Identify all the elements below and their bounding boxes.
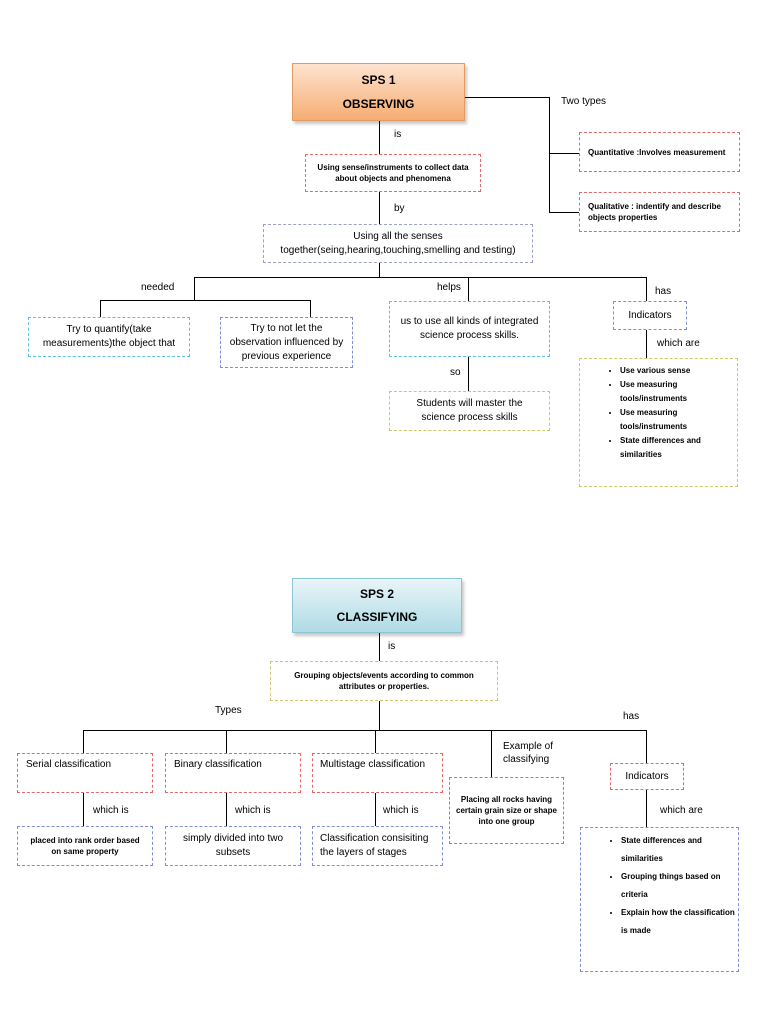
- sps1-helps-label: helps: [437, 282, 461, 293]
- sps2-example-label: Example of classifying: [503, 741, 554, 765]
- sps1-master-text: Students will master the science process…: [416, 398, 523, 423]
- sps1-indicator-list: Use various sense Use measuring tools/in…: [580, 364, 737, 462]
- sps1-indicator-list-box: Use various sense Use measuring tools/in…: [579, 358, 738, 487]
- sps2-multistage-desc-text: Classification consisiting the layers of…: [320, 833, 429, 858]
- sps1-qualitative-box: Qualitative : indentify and describe obj…: [579, 192, 740, 232]
- sps2-indicator-list-box: State differences and similarities Group…: [580, 827, 739, 972]
- sps2-indicator-item: Grouping things based on criteria: [621, 868, 738, 904]
- sps2-is-label: is: [388, 641, 396, 652]
- sps1-not-influenced-box: Try to not let the observation influence…: [220, 317, 353, 368]
- sps2-multistage-text: Multistage classification: [320, 759, 426, 770]
- sps2-binary-desc-text: simply divided into two subsets: [182, 833, 284, 858]
- sps2-serial-text: Serial classification: [26, 759, 112, 770]
- sps2-example-text: Placing all rocks having certain grain s…: [456, 795, 557, 826]
- sps1-indicator-item: Use various sense: [620, 364, 737, 378]
- sps2-indicators-title: Indicators: [625, 770, 669, 782]
- sps1-title-box: SPS 1 OBSERVING: [292, 63, 465, 121]
- sps1-definition-box: Using sense/instruments to collect data …: [305, 154, 481, 192]
- sps1-indicators-title: Indicators: [628, 309, 672, 321]
- sps1-not-influenced-text: Try to not let the observation influence…: [229, 322, 344, 362]
- sps1-indicator-item: Use measuring tools/instruments: [620, 378, 737, 406]
- sps2-multistage-desc-box: Classification consisiting the layers of…: [312, 826, 443, 866]
- sps1-indicators-box: Indicators: [613, 301, 687, 330]
- sps2-types-label: Types: [215, 705, 242, 716]
- sps1-master-box: Students will master the science process…: [389, 391, 550, 431]
- sps2-title-line2: CLASSIFYING: [336, 609, 418, 624]
- sps1-senses-box: Using all the senses together(seing,hear…: [263, 224, 533, 263]
- sps1-indicator-item: Use measuring tools/instruments: [620, 406, 737, 434]
- sps1-is-label: is: [394, 129, 402, 140]
- sps2-title-line1: SPS 2: [359, 587, 395, 602]
- sps2-indicator-item: Explain how the classification is made: [621, 904, 738, 940]
- sps2-which-is-label: which is: [235, 805, 271, 816]
- sps1-two-types-label: Two types: [561, 96, 607, 107]
- sps2-example-box: Placing all rocks having certain grain s…: [449, 777, 564, 844]
- sps2-serial-desc-text: placed into rank order based on same pro…: [30, 836, 140, 856]
- sps2-definition-text: Grouping objects/events according to com…: [294, 671, 474, 691]
- sps1-integrated-text: us to use all kinds of integrated scienc…: [400, 316, 539, 341]
- sps1-so-label: so: [450, 367, 461, 378]
- sps2-title-box: SPS 2 CLASSIFYING: [292, 578, 462, 633]
- sps2-multistage-box: Multistage classification: [312, 753, 443, 793]
- sps1-integrated-box: us to use all kinds of integrated scienc…: [389, 301, 550, 357]
- sps1-which-are-label: which are: [657, 338, 700, 349]
- sps1-needed-label: needed: [141, 282, 175, 293]
- sps1-quantitative-box: Quantitative :Involves measurement: [579, 132, 740, 172]
- sps1-qualitative-text: Qualitative : indentify and describe obj…: [588, 202, 721, 222]
- sps1-quantify-text: Try to quantify(take measurements)the ob…: [42, 324, 176, 349]
- sps2-indicator-item: State differences and similarities: [621, 832, 738, 868]
- sps2-serial-box: Serial classification: [17, 753, 153, 793]
- sps1-has-label: has: [655, 286, 672, 297]
- sps1-title-line1: SPS 1: [361, 73, 396, 87]
- sps2-which-are-label: which are: [660, 805, 703, 816]
- sps2-definition-box: Grouping objects/events according to com…: [270, 661, 498, 701]
- sps2-binary-box: Binary classification: [165, 753, 301, 793]
- sps1-by-label: by: [394, 203, 405, 214]
- sps1-senses-text: Using all the senses together(seing,hear…: [280, 230, 516, 256]
- sps2-has-label: has: [623, 711, 640, 722]
- sps1-quantitative-text: Quantitative :Involves measurement: [588, 147, 726, 157]
- sps2-binary-text: Binary classification: [174, 759, 262, 770]
- sps1-definition-text: Using sense/instruments to collect data …: [317, 163, 469, 183]
- sps2-serial-desc-box: placed into rank order based on same pro…: [17, 826, 153, 866]
- sps2-binary-desc-box: simply divided into two subsets: [165, 826, 301, 866]
- sps2-which-is-label: which is: [93, 805, 129, 816]
- sps2-indicator-list: State differences and similarities Group…: [581, 832, 738, 940]
- sps1-title-line2: OBSERVING: [342, 97, 415, 111]
- sps1-indicator-item: State differences and similarities: [620, 434, 737, 462]
- sps2-which-is-label: which is: [383, 805, 419, 816]
- sps1-quantify-box: Try to quantify(take measurements)the ob…: [28, 317, 190, 357]
- sps2-indicators-box: Indicators: [610, 763, 684, 790]
